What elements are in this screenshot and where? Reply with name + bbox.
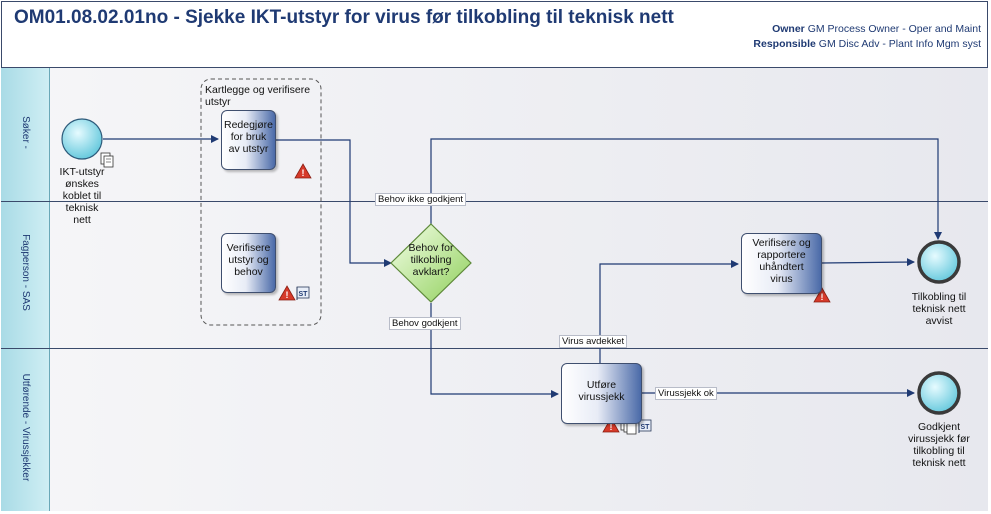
start-event [61, 118, 103, 160]
process-meta: Owner GM Process Owner - Oper and Maint … [753, 22, 981, 52]
flow-approved [430, 303, 559, 398]
task-verifisere-utstyr[interactable]: Verifisere utstyr og behov [221, 233, 276, 293]
warning-icon: ! [294, 163, 312, 179]
st-label-icon: ST [296, 286, 310, 300]
task-utfore-virussjekk[interactable]: Utføre virussjekk [561, 363, 642, 424]
warning-icon: ! [813, 287, 831, 303]
document-icon [100, 152, 114, 168]
end-event-approved-label: Godkjent virussjekk før tilkobling til t… [908, 421, 970, 469]
lane-separator [1, 348, 988, 349]
flow-label-approved: Behov godkjent [389, 317, 461, 330]
flow-virus-found [599, 260, 739, 363]
lane-separator [1, 201, 988, 202]
group-box [200, 78, 322, 326]
page-title: OM01.08.02.01no - Sjekke IKT-utstyr for … [14, 7, 674, 28]
lane-fagperson [1, 202, 988, 348]
warning-icon: ! [602, 417, 620, 433]
flow-report-to-end [821, 258, 915, 267]
end-event-rejected-label: Tilkobling til teknisk nett avvist [911, 291, 967, 327]
group-label: Kartlegge og verifisere utstyr [205, 84, 311, 108]
svg-text:!: ! [610, 422, 613, 432]
responsible-value: GM Disc Adv - Plant Info Mgm syst [818, 38, 981, 50]
lane-label-fagperson: Fagperson - SAS [1, 202, 50, 348]
svg-text:!: ! [286, 290, 289, 300]
owner-value: GM Process Owner - Oper and Maint [807, 23, 981, 35]
end-event-approved [917, 371, 961, 415]
svg-text:!: ! [302, 168, 305, 178]
lane-virussjekker [1, 349, 988, 511]
flow-redegjore-to-gateway [276, 139, 392, 267]
header-divider [1, 67, 988, 68]
end-event-rejected [917, 240, 961, 284]
svg-text:ST: ST [641, 424, 651, 431]
flow-label-virus-found: Virus avdekket [559, 335, 628, 348]
start-event-label: IKT-utstyr ønskes koblet til teknisk net… [59, 166, 105, 226]
lane-label-soker: Søker - [1, 68, 50, 201]
responsible-label: Responsible [753, 38, 816, 50]
gateway-diamond [390, 223, 472, 303]
lane-label-virussjekker: Utførende - Virussjekker [1, 349, 50, 511]
lane-title: Utførende - Virussjekker [20, 373, 31, 482]
warning-icon: ! [278, 285, 296, 301]
lane-title: Fagperson - SAS [20, 234, 31, 311]
flow-label-virus-ok: Virussjekk ok [655, 387, 717, 400]
gateway-label: Behov for tilkobling avklart? [408, 242, 454, 278]
lane-title: Søker - [20, 115, 31, 149]
flow-label-not-approved: Behov ikke godkjent [375, 193, 467, 206]
svg-text:ST: ST [299, 291, 309, 298]
owner-label: Owner [772, 23, 805, 35]
lane-soker [1, 68, 988, 201]
task-rapportere-virus[interactable]: Verifisere og rapportere uhåndtert virus [741, 233, 822, 294]
st-label-icon: ST [638, 419, 652, 433]
svg-text:!: ! [821, 292, 824, 302]
task-redegjore[interactable]: Redegjøre for bruk av utstyr [221, 110, 276, 170]
flow-not-approved [430, 138, 942, 240]
